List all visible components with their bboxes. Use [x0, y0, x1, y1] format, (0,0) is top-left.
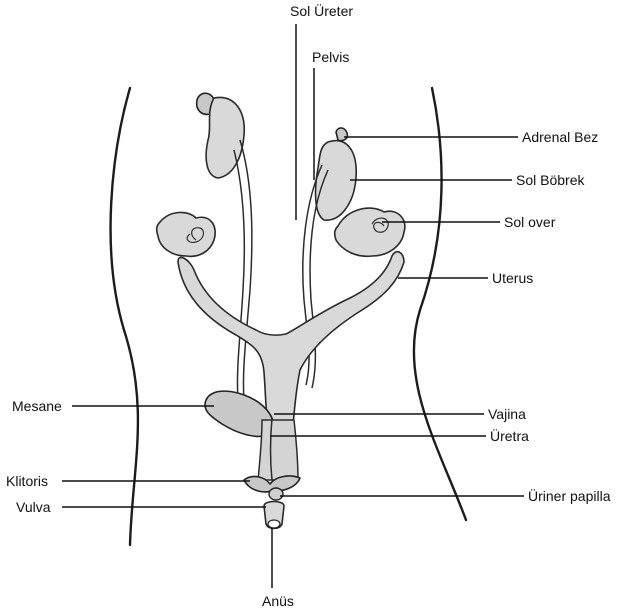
- anus-opening: [268, 520, 280, 528]
- label-uretra: Üretra: [490, 427, 529, 444]
- label-vajina: Vajina: [488, 406, 526, 422]
- left-ovary: [335, 208, 405, 256]
- label-sol-over: Sol over: [504, 214, 556, 230]
- label-sol-ureter: Sol Üreter: [290, 2, 353, 19]
- right-ovary: [157, 212, 216, 256]
- right-kidney: [206, 97, 244, 178]
- label-pelvis: Pelvis: [312, 49, 349, 65]
- label-mesane: Mesane: [12, 398, 62, 414]
- label-uterus: Uterus: [492, 270, 533, 286]
- label-adrenal-bez: Adrenal Bez: [522, 129, 598, 145]
- label-vulva: Vulva: [16, 499, 51, 515]
- right-ureter: [240, 140, 252, 400]
- label-sol-bobrek: Sol Böbrek: [516, 172, 585, 188]
- left-adrenal-gland: [336, 128, 347, 141]
- label-anus: Anüs: [262, 593, 294, 609]
- urinary-papilla: [269, 488, 283, 500]
- right-ureter-inner: [234, 150, 244, 400]
- label-uriner-papilla: Üriner papilla: [528, 487, 611, 504]
- body-outline-right: [414, 88, 466, 520]
- body-outline-left: [111, 88, 138, 545]
- label-klitoris: Klitoris: [6, 473, 48, 489]
- vagina-tract: [258, 420, 298, 480]
